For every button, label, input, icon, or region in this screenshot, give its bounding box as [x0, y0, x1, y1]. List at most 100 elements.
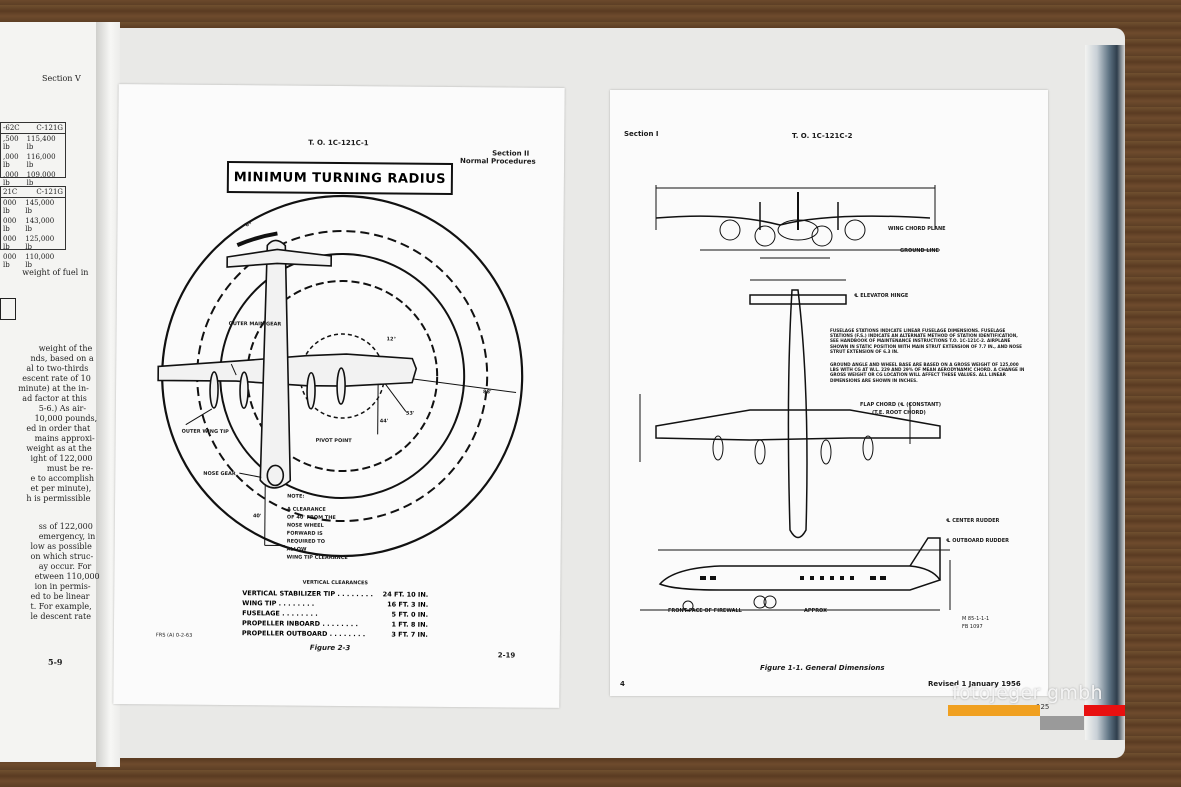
body-text-line: escent rate of 10 [22, 374, 91, 383]
label-flap-chord: FLAP CHORD (℄ (CONSTANT) [860, 402, 941, 408]
body-text-line: low as possible [30, 542, 92, 551]
clearance-value: 24 FT. 10 IN. [382, 590, 429, 599]
body-text-line: et per minute), [30, 484, 92, 493]
body-text-line: must be re- [46, 464, 94, 473]
body-text-line: ay occur. For [38, 562, 92, 571]
turning-radius-diagram [157, 194, 524, 558]
body-text-line: 10,000 pounds, [34, 414, 98, 423]
to-number: T. O. 1C-121C-2 [792, 132, 853, 140]
label-outboard-rudder: ℄ OUTBOARD RUDDER [946, 538, 1009, 544]
clearance-row: WING TIP . . . . . . . .16 FT. 3 IN. [242, 599, 428, 609]
table-cell: 000 lb [3, 235, 17, 251]
clearances-title: VERTICAL CLEARANCES [302, 579, 369, 587]
label-angle-88: 88' [483, 389, 492, 396]
table-row: -62C C-121G [1, 123, 65, 134]
body-text-line: e to accomplish [30, 474, 94, 483]
body-text-line: weight of the [38, 344, 93, 353]
figure-page-general-dimensions: Section I T. O. 1C-121C-2 [610, 90, 1048, 696]
page-number: 4 [620, 680, 625, 688]
label-elevator-hinge: ℄ ELEVATOR HINGE [854, 293, 909, 299]
label-nose-gear: NOSE GEAR [203, 470, 236, 478]
page-number: 2-19 [497, 651, 516, 660]
table-cell: 000 lb [3, 217, 17, 233]
airplane-fuselage [259, 239, 292, 489]
vertical-clearances-table: VERTICAL CLEARANCES VERTICAL STABILIZER … [242, 579, 429, 641]
body-text-line: ss of 122,000 [38, 522, 93, 531]
label-te-root-chord: (T.E. ROOT CHORD) [872, 410, 926, 416]
clearance-row: PROPELLER OUTBOARD . . . . . . . . 3 FT. … [242, 629, 428, 639]
table-row: ,000 lb 109,000 lb [1, 170, 65, 188]
body-text-line: weight as at the [26, 444, 92, 453]
label-outer-wing-tip: OUTER WING TIP [181, 428, 229, 436]
body-text-line: nds, based on a [30, 354, 94, 363]
page-number: 5-9 [48, 657, 63, 667]
table-cell: 000 lb [3, 199, 17, 215]
label-angle-6: 6° [245, 222, 252, 229]
body-text-line: le descent rate [30, 612, 91, 621]
inner-dashed-circle [246, 280, 439, 473]
body-text-line: ight of 122,000 [30, 454, 93, 463]
table-cell: 125,000 lb [25, 235, 55, 251]
watermark-bar-gray [1040, 716, 1084, 730]
label-pivot-point: PIVOT POINT [315, 437, 352, 445]
table-cell: 145,000 lb [25, 199, 55, 215]
label-ground-line: GROUND LINE [900, 248, 939, 254]
body-text-line: h is permissible [26, 494, 91, 503]
reference-code: M 85-1-1-1 [962, 616, 990, 622]
label-center-rudder: ℄ CENTER RUDDER [946, 518, 1000, 524]
label-front-face-firewall: FRONT FACE OF FIREWALL [668, 608, 742, 614]
table-cell: 109,000 lb [26, 171, 56, 187]
revision-date: Revised 1 January 1956 [928, 680, 1021, 688]
table-cell: ,000 lb [3, 171, 19, 187]
body-text-line: 5-6.) As air- [38, 404, 87, 413]
section-label: Section V [42, 74, 81, 83]
body-text-line: t. For example, [30, 602, 92, 611]
note-title: NOTE: [287, 493, 305, 500]
general-dimensions-drawing [639, 185, 951, 612]
table-row: 000 lb 125,000 lb [1, 234, 65, 252]
label-wing-chord-plane: WING CHORD PLANE [888, 226, 946, 232]
airplane-tail [226, 248, 333, 268]
body-text-line: ed in order that [26, 424, 91, 433]
clearance-row: FUSELAGE . . . . . . . . 5 FT. 0 IN. [242, 609, 428, 619]
table-row: 000 lb 145,000 lb [1, 198, 65, 216]
fb-code: FB 1097 [962, 624, 983, 630]
note-line: WING TIP CLEARANCE [286, 554, 348, 562]
body-text-line: al to two-thirds [26, 364, 89, 373]
footer-code: FRS (A) 0-2-63 [155, 632, 193, 639]
label-outer-main-gear: OUTER MAIN GEAR [228, 321, 282, 328]
label-angle-12: 12° [386, 336, 396, 343]
body-text-line: etween 110,000 [34, 572, 100, 581]
clearance-value: 5 FT. 0 IN. [391, 610, 429, 619]
clearance-label: PROPELLER OUTBOARD . . . . . . . . [241, 629, 366, 639]
table-cell: ,500 lb [3, 135, 19, 151]
clearance-value: 16 FT. 3 IN. [387, 600, 429, 609]
figure-caption: Figure 1-1. General Dimensions [760, 664, 885, 672]
symbol-box [0, 298, 16, 320]
table-cell: C-121G [36, 124, 63, 132]
figure-caption: Figure 2-3 [309, 643, 351, 653]
table-cell: -62C [3, 124, 20, 132]
table-cell: 21C [3, 188, 18, 196]
label-angle-53: 53' [405, 410, 415, 417]
body-text-line: minute) at the in- [18, 384, 89, 393]
watermark-page-code: 125 [1036, 703, 1050, 711]
drawing-notes: FUSELAGE STATIONS INDICATE LINEAR FUSELA… [830, 328, 1022, 354]
clearance-value: 3 FT. 7 IN. [391, 630, 428, 639]
left-page [0, 22, 105, 762]
section-heading: Section I [624, 130, 659, 138]
clearance-label: FUSELAGE . . . . . . . . [242, 609, 318, 618]
body-text-line: ion in permis- [34, 582, 91, 591]
watermark-bar-red [1084, 705, 1125, 716]
body-text-line: ad factor at this [22, 394, 87, 403]
body-text-line: ed to be linear [30, 592, 90, 601]
label-approx: APPROX [804, 608, 827, 614]
clearance-value: 1 FT. 8 IN. [391, 620, 429, 629]
